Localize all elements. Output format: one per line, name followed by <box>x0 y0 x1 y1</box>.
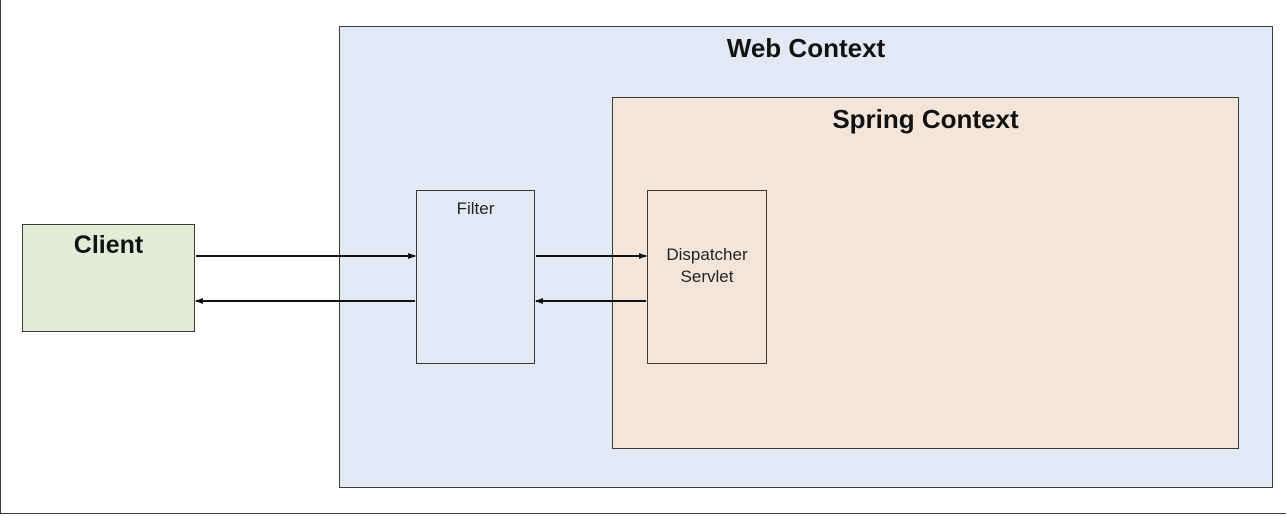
dispatcher-servlet-label-line1: Dispatcher <box>666 245 748 264</box>
client-box: Client <box>22 224 195 332</box>
dispatcher-servlet-label-line2: Servlet <box>680 267 734 286</box>
spring-context-title: Spring Context <box>832 104 1019 134</box>
dispatcher-servlet-label: Dispatcher Servlet <box>648 244 766 288</box>
dispatcher-servlet-box: Dispatcher Servlet <box>647 190 767 364</box>
client-title: Client <box>73 231 144 259</box>
filter-label: Filter <box>456 199 495 218</box>
web-context-title: Web Context <box>726 33 886 63</box>
filter-box: Filter <box>416 190 535 364</box>
